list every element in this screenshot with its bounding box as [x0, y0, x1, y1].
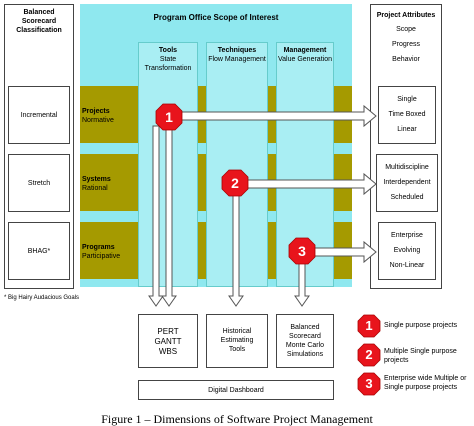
column-techniques-header: Techniques Flow Management	[206, 46, 268, 64]
attr-interdependent: Interdependent	[383, 179, 431, 186]
legend-marker-1: 1	[365, 318, 373, 333]
attributes-title: Project Attributes	[376, 12, 436, 19]
band-projects-label: Projects Normative	[82, 107, 136, 125]
marker-3-shape	[288, 237, 316, 265]
column-techniques-title: Techniques	[217, 47, 257, 54]
attributes-group-2: Multidiscipline Interdependent Scheduled	[376, 154, 438, 212]
column-management-title: Management	[283, 47, 327, 54]
attr-linear: Linear	[397, 126, 417, 133]
attribute-behavior: Behavior	[392, 56, 420, 63]
legend-marker-2-shape	[357, 343, 381, 367]
legend-marker-3: 3	[365, 376, 373, 391]
arrow-2-right	[245, 172, 377, 196]
marker-2-shape	[221, 169, 249, 197]
output-historical-estimating: Historical Estimating Tools	[206, 314, 268, 368]
legend-marker-3-shape	[357, 372, 381, 396]
marker-1: 1	[165, 109, 173, 125]
attr-non-linear: Non-Linear	[389, 262, 425, 269]
legend-text-1: Single purpose projects	[384, 322, 458, 329]
column-management-subtitle: Value Generation	[278, 56, 332, 63]
arrow-1-down-b	[161, 125, 177, 307]
attribute-scope: Scope	[396, 26, 416, 33]
attr-evolving: Evolving	[393, 247, 421, 254]
scorecard-bhag: BHAG*	[8, 222, 70, 280]
digital-dashboard: Digital Dashboard	[138, 380, 334, 400]
attr-single: Single	[397, 96, 417, 103]
legend-text-3: Enterprise wide Multiple or Single purpo…	[384, 375, 467, 391]
legend-marker-1-shape	[357, 314, 381, 338]
column-tools-title: Tools	[158, 47, 178, 54]
marker-2: 2	[231, 175, 239, 191]
arrow-3-right	[311, 240, 377, 264]
band-systems-label: Systems Rational	[82, 175, 136, 193]
attributes-list: Scope Progress Behavior	[370, 25, 442, 70]
legend-text-2: Multiple Single purpose projects	[384, 348, 457, 364]
band-programs-subtitle: Participative	[82, 253, 121, 260]
arrow-3-down	[294, 261, 310, 307]
arrow-1-down-a	[148, 125, 164, 307]
attributes-group-3: Enterprise Evolving Non-Linear	[378, 222, 436, 280]
band-projects-title: Projects	[82, 108, 110, 115]
arrow-1-right	[179, 104, 377, 128]
column-techniques-subtitle: Flow Management	[208, 56, 266, 63]
band-programs-title: Programs	[82, 244, 115, 251]
attr-time-boxed: Time Boxed	[388, 111, 426, 118]
column-management-header: Management Value Generation	[276, 46, 334, 64]
legend-marker-2: 2	[365, 347, 373, 362]
scorecard-title: Balanced Scorecard Classification	[16, 9, 62, 34]
band-systems-title: Systems	[82, 176, 111, 183]
attribute-progress: Progress	[391, 41, 420, 48]
attr-scheduled: Scheduled	[390, 194, 424, 201]
band-programs-label: Programs Participative	[82, 243, 136, 261]
attributes-group-1: Single Time Boxed Linear	[378, 86, 436, 144]
attr-enterprise: Enterprise	[391, 232, 423, 239]
band-systems-subtitle: Rational	[82, 185, 108, 192]
band-projects-subtitle: Normative	[82, 117, 114, 124]
marker-3: 3	[298, 243, 306, 259]
scope-title: Program Office Scope of Interest	[153, 13, 279, 22]
marker-1-shape	[155, 103, 183, 131]
output-pert-gantt-wbs: PERT GANTT WBS	[138, 314, 198, 368]
column-tools-header: Tools State Transformation	[138, 46, 198, 73]
figure-caption: Figure 1 – Dimensions of Software Projec…	[101, 412, 373, 426]
attr-multidiscipline: Multidiscipline	[385, 164, 429, 171]
scorecard-incremental: Incremental	[8, 86, 70, 144]
scorecard-footnote: * Big Hairy Audacious Goals	[4, 295, 80, 301]
column-tools-subtitle: State Transformation	[144, 56, 192, 72]
arrow-2-down	[228, 193, 244, 307]
scorecard-stretch: Stretch	[8, 154, 70, 212]
output-balanced-scorecard: Balanced Scorecard Monte Carlo Simulatio…	[276, 314, 334, 368]
